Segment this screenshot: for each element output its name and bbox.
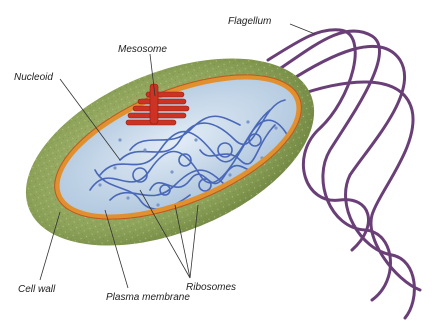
nucleoid-label: Nucleoid [14, 72, 53, 83]
mesosome-label: Mesosome [118, 44, 167, 55]
ribosomes-label: Ribosomes [186, 282, 236, 293]
flagellum-label: Flagellum [228, 16, 271, 27]
plasma-membrane-label: Plasma membrane [106, 292, 190, 303]
cell-wall-label: Cell wall [18, 284, 56, 295]
flagellum-leader [290, 24, 315, 34]
